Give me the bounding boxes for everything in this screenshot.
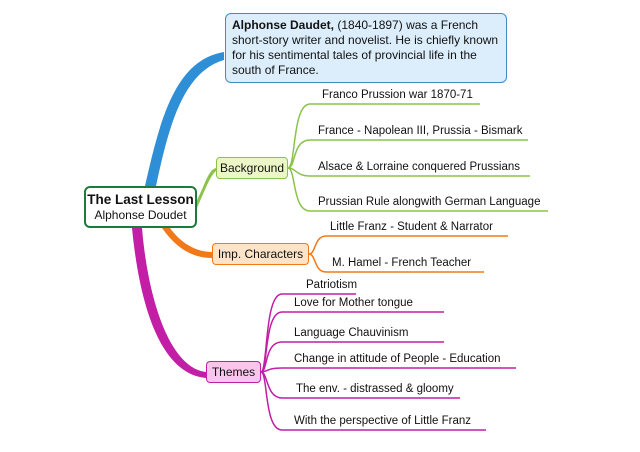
central-topic-subtitle: Alphonse Doudet — [94, 208, 187, 222]
theme-item[interactable]: Change in attitude of People - Education — [294, 353, 501, 365]
background-connector-4 — [287, 167, 548, 212]
author-name: Alphonse Daudet, — [232, 18, 335, 32]
themes-connector-4 — [260, 367, 516, 373]
theme-item[interactable]: With the perspective of Little Franz — [294, 415, 472, 427]
info-branch-connector — [145, 52, 224, 186]
characters-connector-1 — [308, 235, 508, 255]
background-item[interactable]: France - Napolean III, Prussia - Bismark — [318, 125, 523, 137]
themes-connector-3 — [260, 341, 444, 373]
theme-item[interactable]: Patriotism — [306, 279, 358, 291]
branch-background[interactable]: Background — [216, 157, 288, 179]
character-item[interactable]: Little Franz - Student & Narrator — [330, 221, 493, 233]
background-branch-connector — [197, 168, 216, 208]
character-item[interactable]: M. Hamel - French Teacher — [332, 257, 472, 269]
themes-connector-6 — [260, 371, 486, 431]
branch-characters[interactable]: Imp. Characters — [212, 243, 309, 265]
characters-branch-connector — [162, 228, 212, 258]
background-item[interactable]: Franco Prussion war 1870-71 — [322, 89, 473, 101]
theme-item[interactable]: Love for Mother tongue — [294, 297, 413, 309]
themes-branch-connector — [132, 228, 206, 378]
background-connector-1 — [287, 103, 480, 169]
background-item[interactable]: Alsace & Lorraine conquered Prussians — [318, 161, 521, 173]
author-info-box: Alphonse Daudet, (1840-1897) was a Frenc… — [225, 13, 507, 83]
theme-item[interactable]: Language Chauvinism — [294, 327, 409, 339]
theme-item[interactable]: The env. - distrassed & gloomy — [296, 383, 454, 395]
central-topic-title: The Last Lesson — [87, 192, 194, 207]
author-description: (1840-1897) was a French short-story wri… — [232, 18, 499, 77]
background-item[interactable]: Prussian Rule alongwith German Language — [318, 196, 541, 208]
background-connector-2 — [287, 139, 528, 169]
central-topic[interactable]: The Last Lesson Alphonse Doudet — [84, 186, 197, 228]
branch-themes[interactable]: Themes — [206, 361, 261, 383]
characters-connector-2 — [308, 253, 484, 273]
